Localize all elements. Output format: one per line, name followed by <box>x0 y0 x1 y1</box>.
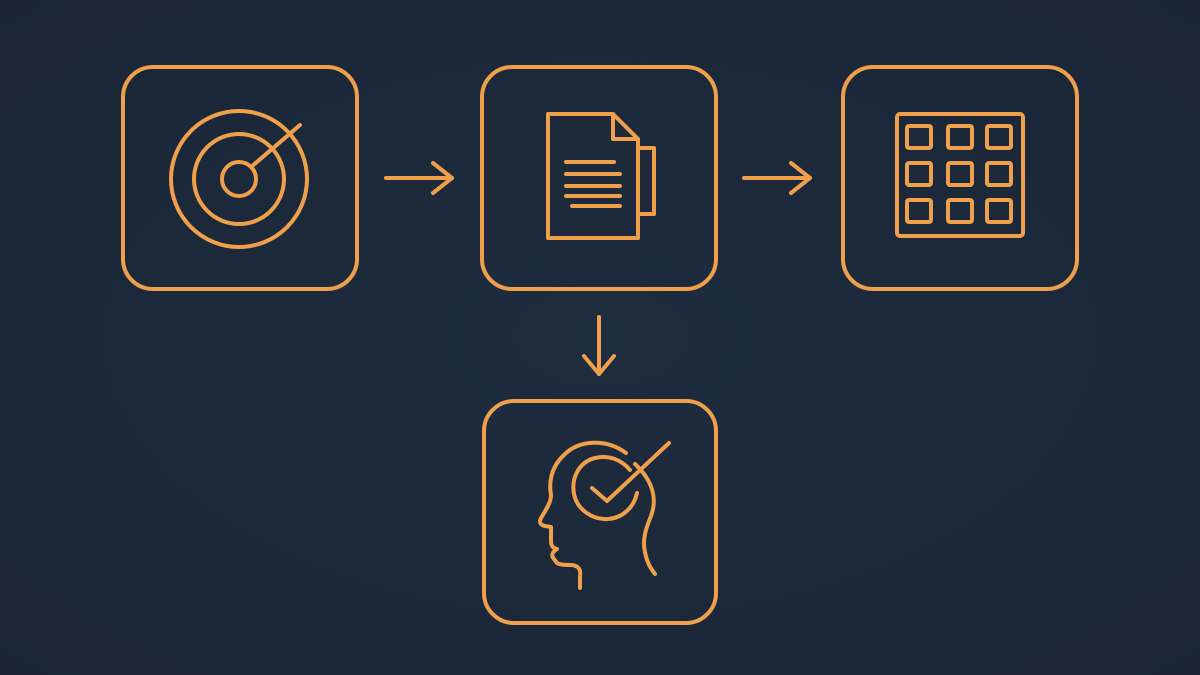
node-grid <box>841 65 1079 291</box>
node-goal-frame <box>121 65 359 291</box>
node-document <box>480 65 718 291</box>
arrow-document-to-mind <box>582 315 616 376</box>
node-document-frame <box>480 65 718 291</box>
node-mind <box>482 399 718 625</box>
node-mind-frame <box>482 399 718 625</box>
target-icon <box>169 109 309 249</box>
arrow-goal-to-document <box>384 161 454 195</box>
node-grid-frame <box>841 65 1079 291</box>
grid-icon <box>895 112 1025 238</box>
arrow-document-to-grid <box>742 161 812 195</box>
head-check-icon <box>538 440 671 590</box>
document-icon <box>546 112 656 240</box>
node-goal <box>121 65 359 291</box>
